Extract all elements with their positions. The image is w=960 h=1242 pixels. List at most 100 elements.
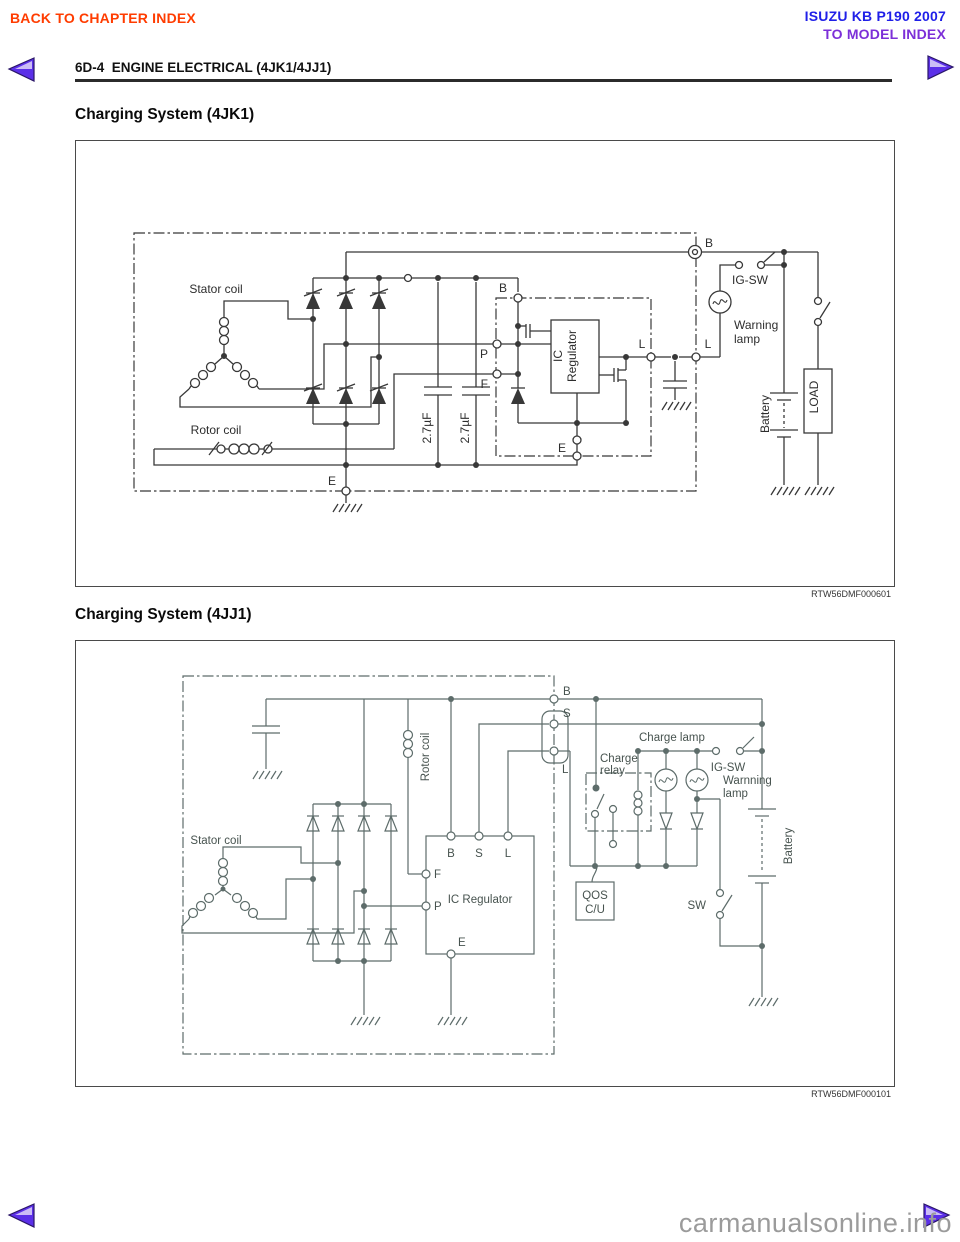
ground-icon [332,503,363,513]
connector-outline [541,710,569,764]
junction-dots-2 [220,696,765,964]
capacitor1-label: 2.7µF [420,413,434,444]
ic-regulator-label-2: Regulator [565,330,579,382]
section-header: 6D-4 ENGINE ELECTRICAL (4JK1/4JJ1) [75,60,332,75]
rectifier-diodes [306,293,525,404]
terminal-l [549,746,559,756]
sw-contact [715,888,725,898]
sw-label: SW [687,900,706,912]
watermark: carmanualsonline.info [678,1208,952,1238]
lamp-filament [689,777,705,783]
ig-sw-label: IG-SW [711,762,746,774]
load-label: LOAD [807,380,821,413]
reg-terminal-l [503,831,513,841]
charge-relay-label-2: relay [600,765,625,777]
ground-icon [437,1016,468,1026]
rotor-coil-label: Rotor coil [191,423,242,437]
b-inner-label: B [499,281,507,295]
figure2-frame: Stator coil Rotor coil B S L B S L F P E… [75,640,895,1087]
l-outer-label: L [705,337,712,351]
next-page-arrow-bottom-icon[interactable] [920,1202,952,1229]
figure1-ref-code: RTW56DMF000601 [811,589,891,599]
lamp-filament [658,777,674,783]
warning-lamp-label-1: Warning [734,318,778,332]
figure1-schematic: Stator coil Rotor coil B B P F L L E E 2… [133,232,835,513]
alternator-boundary-2 [182,675,652,1055]
ground-icon [804,486,835,496]
f-label: F [434,869,441,881]
terminal-e [341,486,351,496]
warning-lamp-label-2: lamp [723,788,748,800]
reg-terminal-b [446,831,456,841]
reg-terminal-e [446,949,456,959]
warning-lamp-label-2: lamp [734,332,760,346]
terminal-p [492,339,502,349]
rotor-coil-symbol-2 [402,729,414,759]
next-page-arrow-icon[interactable] [924,54,956,81]
to-model-index-link[interactable]: TO MODEL INDEX [823,26,946,42]
terminal-e-reg [572,451,582,461]
back-to-chapter-index-link[interactable]: BACK TO CHAPTER INDEX [10,10,196,26]
p-label: P [480,347,488,361]
p-label: P [434,901,442,913]
figure2-schematic: Stator coil Rotor coil B S L B S L F P E… [181,675,795,1055]
stator-coil-label: Stator coil [190,835,241,847]
qos-label-2: C/U [585,904,605,916]
prev-page-arrow-bottom-icon[interactable] [6,1202,38,1229]
terminal-s [549,719,559,729]
charge-relay-label-1: Charge [600,753,638,765]
reg-l-label: L [505,848,512,860]
terminal-f [492,369,502,379]
regulator-diode [511,388,525,404]
ig-sw-label: IG-SW [732,273,769,287]
battery-label: Battery [758,395,772,433]
e-inner-label: E [558,441,566,455]
prev-page-arrow-icon[interactable] [6,56,38,83]
relay-contact [608,804,618,814]
ic-regulator-label: IC Regulator [448,894,513,906]
charge-relay-boundary [585,772,652,832]
f-label: F [481,377,488,391]
ground-icon [350,1016,381,1026]
ic-regulator-label-1: IC [551,350,565,362]
warning-lamp-label-1: Warnning [723,775,772,787]
e-main-label: E [328,474,336,488]
ground-icon [661,401,692,411]
figure1-title: Charging System (4JK1) [75,106,255,123]
figure2-title: Charging System (4JJ1) [75,606,252,623]
figure2-ref-code: RTW56DMF000101 [811,1089,891,1099]
b-terminal-label: B [705,236,713,250]
l-terminal-label: L [562,764,569,776]
stator-coil-symbol [189,316,259,389]
figure1-frame: Stator coil Rotor coil B B P F L L E E 2… [75,140,895,587]
s-terminal-label: S [563,708,571,720]
battery-label: Battery [783,828,795,865]
relay-coil-symbol [633,790,643,816]
l-inner-label: L [639,337,646,351]
terminal-l [691,352,701,362]
capacitor2-label: 2.7µF [458,413,472,444]
terminal-l-inner [646,352,656,362]
sw-contact [715,910,725,920]
terminal-b-reg [513,293,523,303]
stator-coil-label: Stator coil [189,282,242,296]
rotor-coil-label: Rotor coil [420,733,432,782]
load-switch-contact [813,296,823,306]
reg-terminal-p [421,901,431,911]
reg-terminal-f [421,869,431,879]
brand-title[interactable]: ISUZU KB P190 2007 [804,8,946,24]
ig-switch-contact [711,746,721,756]
qos-label-1: QOS [582,890,608,902]
rotor-coil-symbol [216,443,273,455]
charge-lamp-label: Charge lamp [639,732,705,744]
junction-dots [221,249,787,468]
ic-regulator-box [550,319,600,394]
reg-s-label: S [475,848,483,860]
ig-switch-contact [735,746,745,756]
lamp-filament [712,299,728,305]
e-label: E [458,937,466,949]
ground-icon [770,486,801,496]
ground-icon [252,770,283,780]
relay-contact [590,809,600,819]
